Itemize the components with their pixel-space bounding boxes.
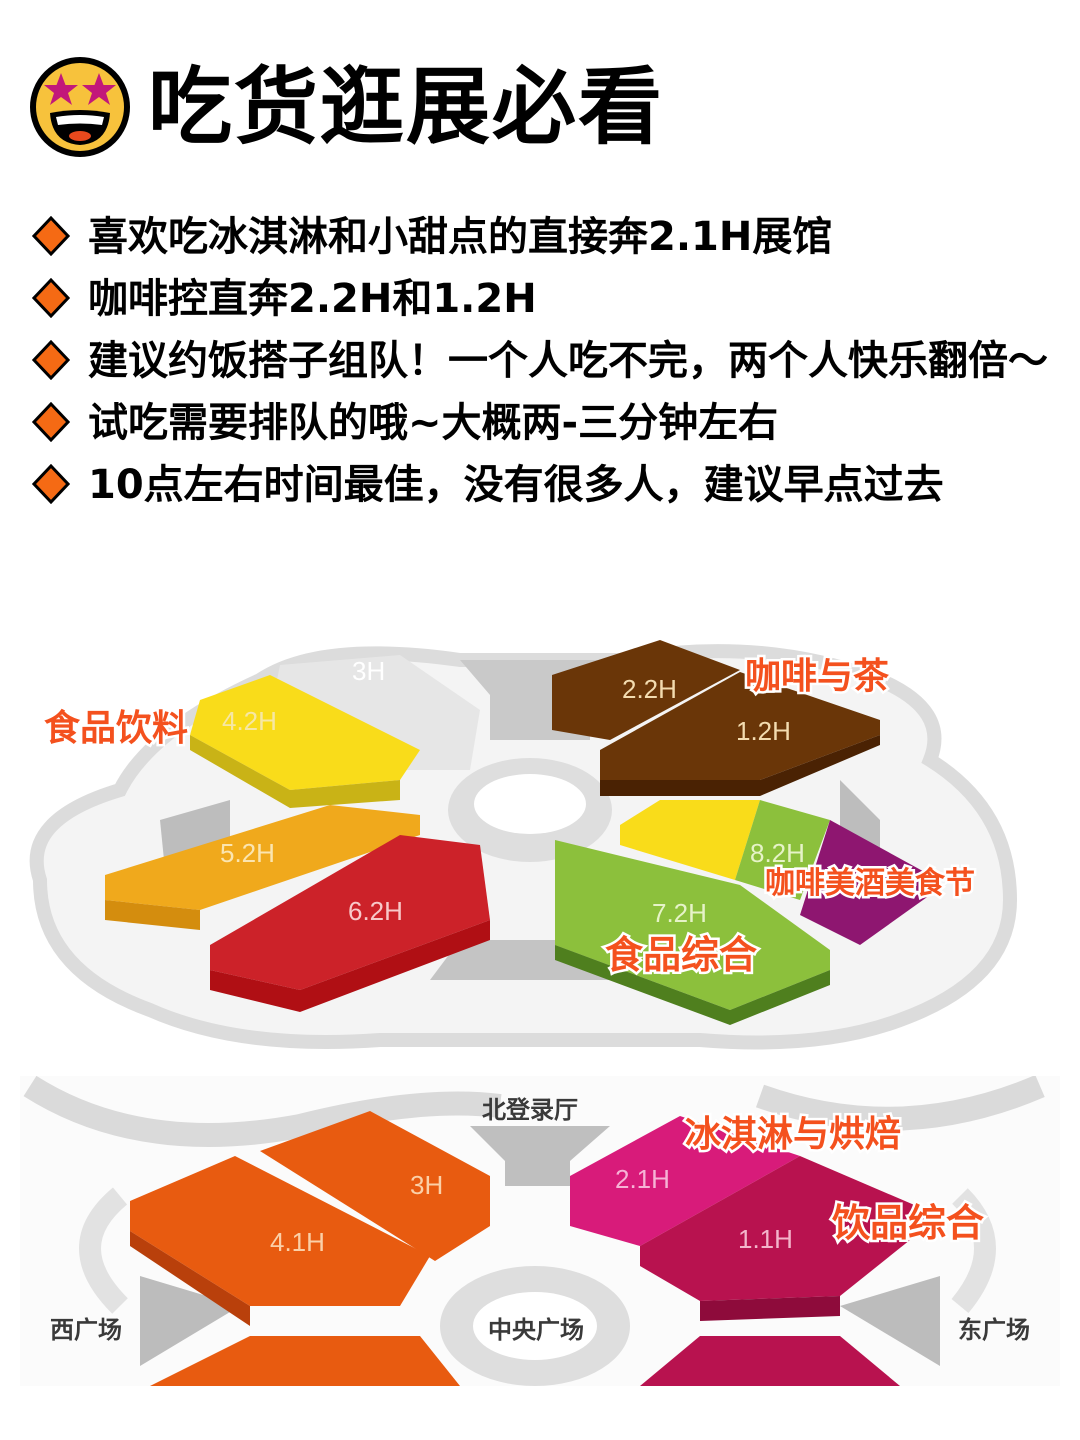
hall-1-2h [600,672,880,780]
tip-item: 建议约饭搭子组队！一个人吃不完，两个人快乐翻倍～ [26,330,1066,392]
annotation-icecream-bakery: 冰淇淋与烘焙 [685,1114,901,1155]
orange-diamond-icon [32,464,70,504]
place-east-plaza: 东广场 [958,1316,1030,1344]
tip-text: 建议约饭搭子组队！一个人吃不完，两个人快乐翻倍～ [88,338,1048,384]
hall-4-1h [130,1156,430,1306]
hall-label: 2.2H [622,674,677,704]
hall-4-2h [190,675,420,790]
hall-8-2h-yellow [620,800,760,880]
hall-label: 4.2H [222,706,277,736]
upper-floor-map: 3H 4.2H 5.2H 6.2H 2.2H 1.2H 8.2H 7.2H 食品… [0,620,1080,1056]
hall-label: 6.2H [348,896,403,926]
annotation-coffee-tea: 咖啡与茶 [745,656,890,697]
hall-3h-lower [260,1111,490,1261]
orange-diamond-icon [32,278,70,318]
tip-text: 喜欢吃冰淇淋和小甜点的直接奔2.1H展馆 [88,214,833,260]
orange-diamond-icon [32,216,70,256]
lower-floor-map: 4.1H 3H 2.1H 1.1H 北登录厅 西广场 中央广场 东广场 冰淇淋与… [0,1076,1080,1386]
annotation-food-general: 食品综合 [605,933,757,977]
tip-item: 咖啡控直奔2.2H和1.2H [26,268,1066,330]
hall-label: 4.1H [270,1227,325,1257]
east-arrow [840,1276,940,1366]
orange-diamond-icon [32,402,70,442]
hall-label: 1.1H [738,1224,793,1254]
hall-purple [800,820,930,945]
tip-item: 试吃需要排队的哦~大概两-三分钟左右 [26,392,1066,454]
hall-label: 5.2H [220,838,275,868]
header: 吃货逛展必看 [28,52,664,162]
star-struck-face-icon [30,57,130,157]
hall-6-2h [210,835,490,990]
place-north-lobby: 北登录厅 [482,1096,578,1124]
hall-label: 3H [410,1170,443,1200]
annotation-food-beverage: 食品饮料 [44,708,188,749]
hall-label: 8.2H [750,838,805,868]
tip-item: 喜欢吃冰淇淋和小甜点的直接奔2.1H展馆 [26,206,1066,268]
tip-text: 咖啡控直奔2.2H和1.2H [88,276,537,322]
annotation-beverage-general: 饮品综合 [832,1201,984,1245]
walkway-outline [23,1076,502,1147]
hall-2-2h [552,640,740,740]
hall-5-2h [105,805,420,910]
tip-text: 10点左右时间最佳，没有很多人，建议早点过去 [88,462,944,508]
hall-7-2h [555,840,830,1010]
north-connector [470,1126,610,1186]
hall-2-1h [570,1116,800,1246]
orange-diamond-icon [32,340,70,380]
tips-list: 喜欢吃冰淇淋和小甜点的直接奔2.1H展馆 咖啡控直奔2.2H和1.2H 建议约饭… [26,206,1066,516]
place-central-plaza: 中央广场 [488,1316,584,1344]
tip-text: 试吃需要排队的哦~大概两-三分钟左右 [88,400,779,446]
hall-label: 3H [352,656,385,686]
place-west-plaza: 西广场 [50,1316,122,1344]
tip-item: 10点左右时间最佳，没有很多人，建议早点过去 [26,454,1066,516]
hall-8-2h [735,800,830,900]
hall-label: 7.2H [652,898,707,928]
page-title: 吃货逛展必看 [148,58,665,156]
hall-label: 1.2H [736,716,791,746]
hall-label: 2.1H [615,1164,670,1194]
hall-1-1h [640,1156,940,1301]
annotation-coffee-wine-food-festival: 咖啡美酒美食节 [765,866,975,901]
